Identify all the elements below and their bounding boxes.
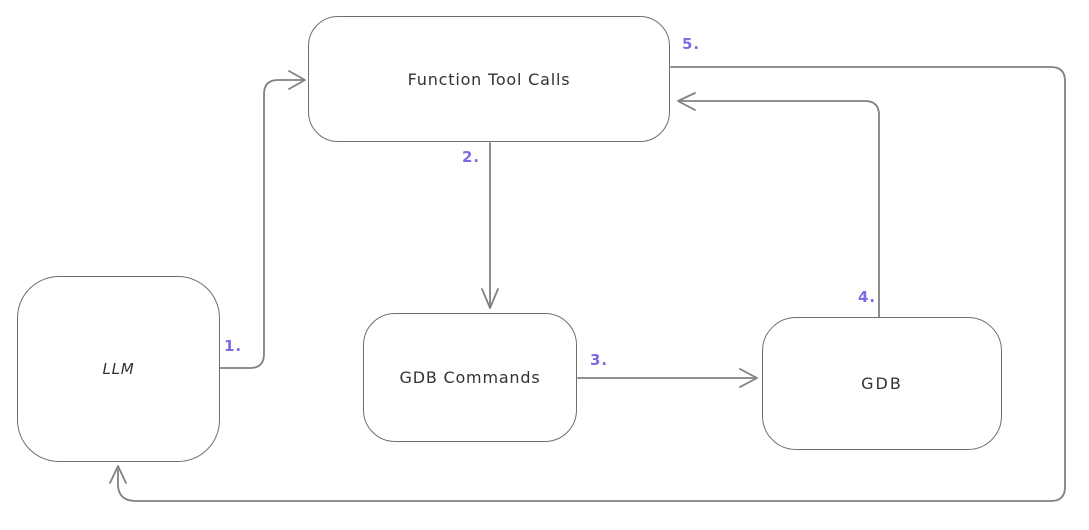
step-label-2: 2. (462, 148, 481, 166)
step-label-1: 1. (224, 337, 243, 355)
node-function-tool-calls: Function Tool Calls (308, 16, 670, 142)
arrowhead-3-right-icon (739, 368, 758, 388)
arrowhead-1-right-icon (288, 70, 306, 90)
node-gdb-commands-label: GDB Commands (399, 368, 541, 387)
step-label-3: 3. (590, 351, 609, 369)
node-llm-label: LLM (102, 360, 135, 378)
node-function-tool-calls-label: Function Tool Calls (407, 69, 571, 89)
node-gdb: GDB (762, 317, 1002, 450)
step-label-4: 4. (858, 288, 877, 306)
arrowhead-5-up-icon (109, 465, 127, 484)
node-llm: LLM (17, 276, 220, 462)
arrow-4-gdb-to-function-tool-calls (680, 100, 880, 318)
node-gdb-label: GDB (861, 374, 903, 393)
node-gdb-commands: GDB Commands (363, 313, 577, 442)
step-label-5: 5. (682, 35, 701, 53)
arrowhead-4-left-icon (677, 92, 696, 111)
arrowhead-2-down-icon (481, 288, 499, 309)
arrow-5-function-tool-calls-to-llm (117, 66, 1066, 502)
arrow-1-llm-to-function-tool-calls (219, 79, 303, 369)
